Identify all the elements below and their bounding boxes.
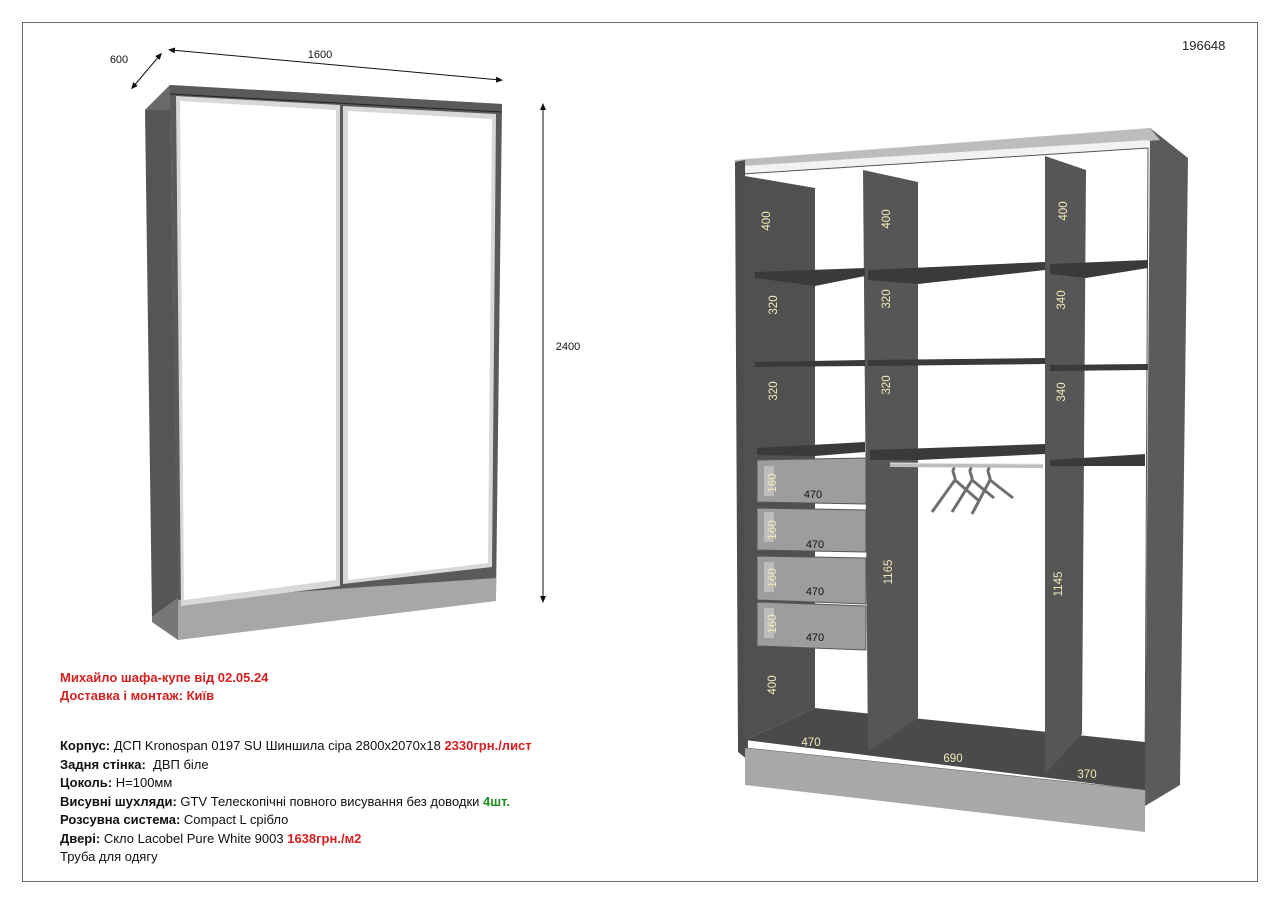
middle-divider-left	[863, 170, 918, 752]
front-view: 1600 600 2400	[110, 47, 580, 640]
interior-plinth	[745, 748, 1145, 832]
spec-back-panel: Задня стінка: ДВП біле	[60, 756, 209, 772]
drawer-3-height: 160	[767, 568, 779, 587]
spec-sliding-system: Розсувна система: Compact L срібло	[60, 812, 289, 827]
clothes-rail	[889, 463, 1044, 468]
drawer-1-width: 470	[804, 489, 822, 501]
spec-drawers: Висувні шухляди: GTV Телескопічні повног…	[60, 793, 510, 809]
drawer-4	[756, 601, 867, 651]
interior-view: 400 320 320 160 160 160 160 470 470 470 …	[734, 128, 1188, 832]
left-bottom-section-dim: 400	[767, 675, 779, 694]
specification-list: Корпус: ДСП Kronospan 0197 SU Шиншила сі…	[60, 737, 532, 867]
depth-dimension-line	[131, 52, 162, 90]
hanger-icons	[930, 466, 1014, 515]
middle-section-2-dim: 320	[881, 289, 893, 308]
spec-plinth: Цоколь: Н=100мм	[60, 775, 173, 790]
middle-section-1-dim: 400	[881, 209, 893, 228]
middle-base-width: 690	[943, 753, 962, 765]
spec-rail: Труба для одягу	[60, 849, 158, 864]
left-base-width: 470	[801, 737, 820, 749]
right-hanging-dim: 1145	[1053, 572, 1065, 597]
right-section-1-dim: 400	[1058, 201, 1070, 220]
left-column-wall	[745, 176, 815, 740]
width-dimension-line	[168, 47, 503, 83]
drawer-3-width: 470	[806, 586, 824, 598]
drawer-1	[756, 457, 867, 505]
drawer-3	[756, 555, 867, 605]
drawer-2-height: 160	[767, 520, 779, 539]
middle-section-3-dim: 320	[881, 375, 893, 394]
front-side-panel	[145, 85, 178, 617]
drawer-1-height: 160	[767, 473, 779, 492]
width-dimension: 1600	[308, 49, 332, 61]
depth-dimension: 600	[110, 54, 128, 66]
right-base-width: 370	[1077, 769, 1096, 781]
drawing-frame	[22, 22, 1258, 882]
spec-doors: Двері: Скло Lacobel Pure White 9003 1638…	[60, 830, 362, 846]
left-section-1-dim: 400	[761, 211, 773, 230]
drawer-2-width: 470	[806, 539, 824, 551]
left-section-3-dim: 320	[768, 381, 780, 400]
order-title-line2: Доставка і монтаж: Київ	[60, 688, 215, 703]
right-section-3-dim: 340	[1056, 382, 1068, 401]
drawer-4-width: 470	[806, 632, 824, 644]
drawer-2	[756, 507, 867, 553]
spec-body: Корпус: ДСП Kronospan 0197 SU Шиншила сі…	[60, 738, 532, 753]
interior-right-panel	[1145, 128, 1188, 806]
order-title: Михайло шафа-купе від 02.05.24 Доставка …	[60, 669, 268, 705]
height-dimension: 2400	[556, 341, 580, 353]
order-number: 196648	[1182, 38, 1226, 53]
drawer-4-height: 160	[767, 614, 779, 633]
middle-hanging-dim: 1165	[883, 560, 895, 585]
front-plinth	[178, 578, 496, 640]
order-title-line1: Михайло шафа-купе від 02.05.24	[60, 670, 269, 685]
left-section-2-dim: 320	[768, 295, 780, 314]
interior-dimensions: 400 320 320 160 160 160 160 470 470 470 …	[761, 201, 1097, 781]
right-section-2-dim: 340	[1056, 290, 1068, 309]
